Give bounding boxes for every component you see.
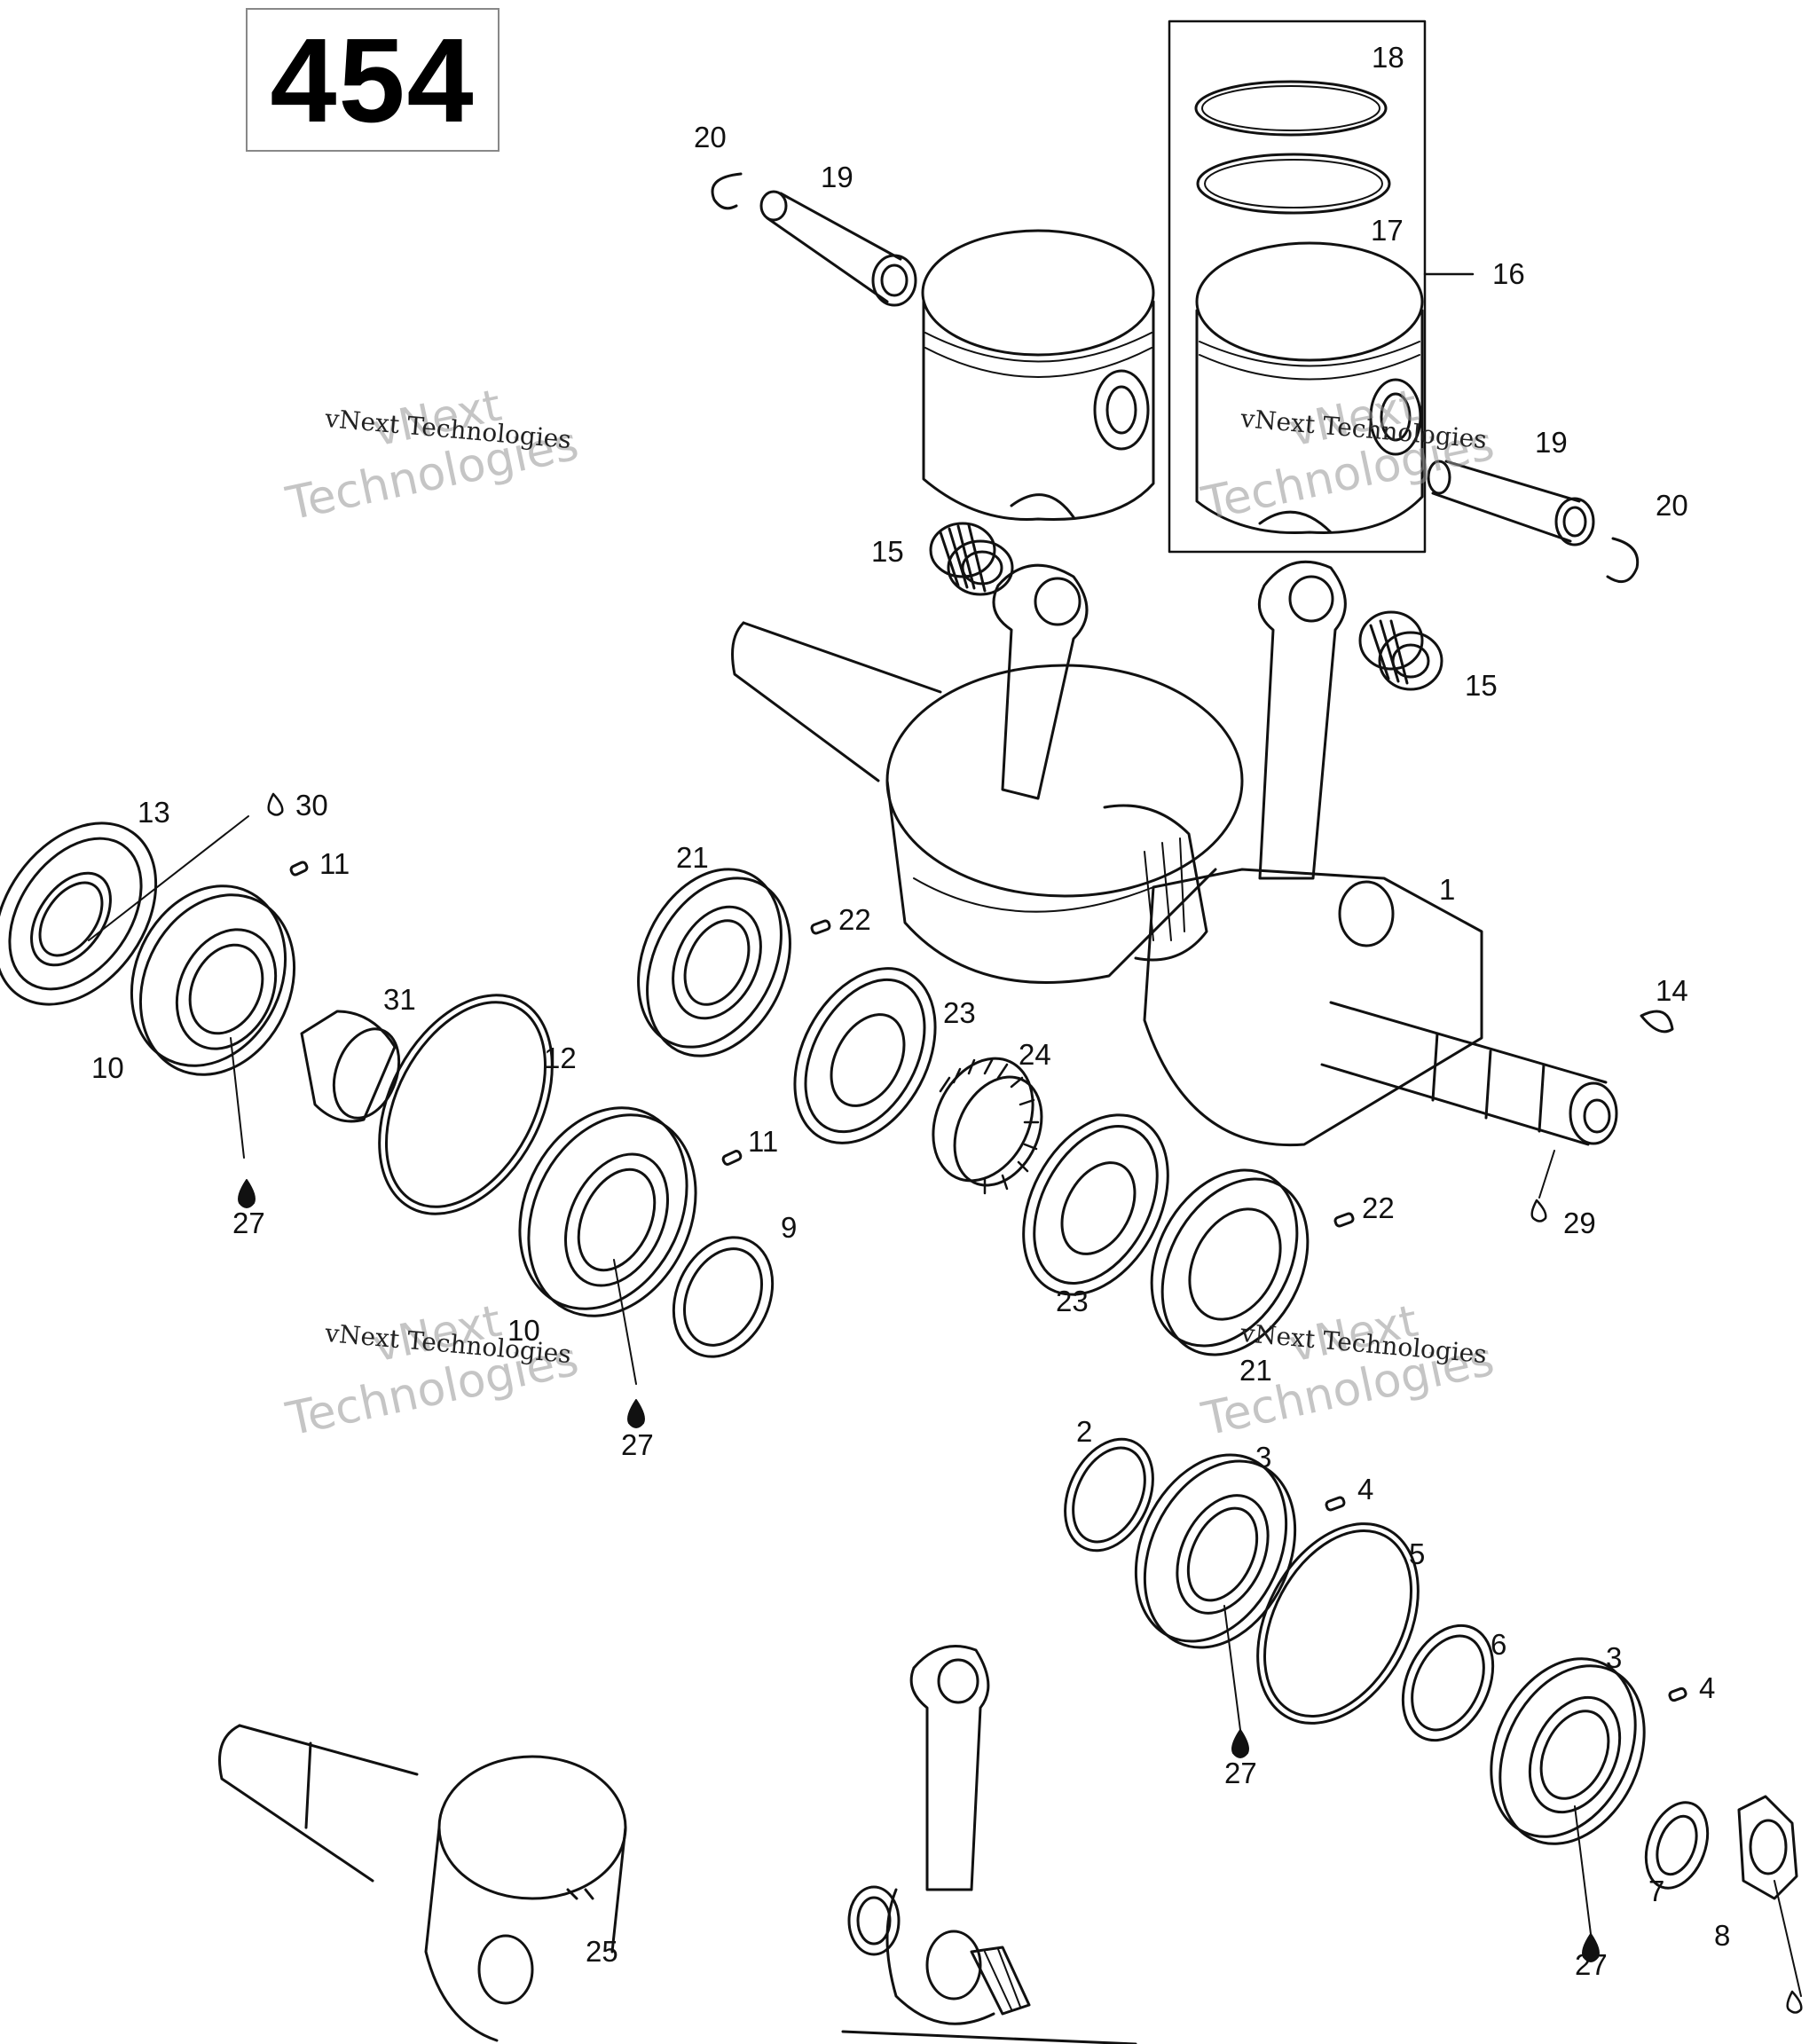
page-number-box: 454 [246,8,499,152]
callout-23-right: 23 [1056,1285,1089,1317]
oil-seal-13 [0,822,158,1006]
ball-bearing-3-upper [1134,1453,1297,1649]
leader-27b [613,1259,637,1385]
gear-24 [932,1057,1043,1195]
sleeve-31 [300,1010,401,1123]
callout-27-c: 27 [1224,1757,1257,1789]
bearing-21-upper [637,868,791,1057]
callout-29: 29 [1563,1207,1596,1239]
callout-21-lower: 21 [1239,1354,1272,1387]
grease-drop-27a [238,1179,256,1208]
callout-10-lower: 10 [507,1314,540,1347]
piston-kit-box [1168,20,1427,554]
ring-6 [1401,1623,1495,1742]
dowel-pin-4-lower [1668,1686,1687,1702]
oil-drop-29 [1530,1199,1547,1222]
callout-8: 8 [1714,1919,1731,1952]
callout-4-upper: 4 [1357,1473,1374,1505]
piston-ring-18 [1194,80,1388,137]
piston-left [921,229,1155,521]
dowel-pin-22-lower [1333,1212,1355,1228]
dowel-pin-22-upper [810,919,831,935]
needle-bearing-right [1358,610,1443,691]
callout-2: 2 [1076,1415,1093,1448]
dowel-pin-4-upper [1325,1496,1346,1512]
callout-7: 7 [1648,1875,1665,1907]
ring-12 [378,994,554,1215]
callout-5: 5 [1409,1537,1426,1570]
oil-drop-30 [267,792,284,816]
callout-24: 24 [1019,1038,1051,1071]
oil-seal-23-left [793,967,937,1144]
piston-ring-17 [1196,153,1391,215]
circlip-left [711,172,743,210]
callout-18: 18 [1372,41,1404,74]
leader-27c [1223,1605,1241,1731]
callout-19-left: 19 [821,161,853,193]
nut-8 [1737,1795,1798,1900]
callout-15-right: 15 [1465,669,1498,702]
callout-31: 31 [383,983,416,1016]
connecting-rod-lower [841,1645,1137,2044]
ball-bearing-3-lower [1490,1657,1646,1845]
ball-bearing-10-upper [130,884,296,1076]
woodruff-key [1640,1010,1674,1034]
ball-bearing-10-lower [518,1106,697,1317]
leader-27a [230,1037,245,1159]
dowel-pin-11-lower [721,1150,743,1166]
oil-seal-23-right [1022,1113,1169,1296]
callout-9: 9 [781,1211,798,1244]
callout-4-lower: 4 [1699,1671,1716,1704]
callout-21-upper: 21 [676,841,709,874]
callout-22-upper: 22 [838,903,871,936]
leader-8-oil [1774,1880,1802,1997]
leader-27d [1574,1805,1592,1935]
callout-17: 17 [1371,214,1404,247]
callout-3-lower: 3 [1606,1641,1623,1674]
callout-15-left: 15 [871,535,904,568]
needle-bearing-left [929,522,1014,596]
callout-22-lower: 22 [1362,1191,1395,1224]
circlip-right [1606,537,1640,584]
callout-3-upper: 3 [1255,1441,1272,1474]
grease-drop-27d [1582,1933,1600,1962]
callout-27-b: 27 [621,1428,654,1461]
callout-12: 12 [544,1042,577,1074]
callout-11-upper: 11 [319,847,350,880]
callout-6: 6 [1491,1628,1507,1661]
callout-20-left: 20 [694,121,727,153]
grease-drop-27c [1231,1729,1249,1758]
callout-10-upper: 10 [91,1051,124,1084]
callout-14: 14 [1656,974,1688,1007]
page-number: 454 [270,12,476,147]
grease-drop-27b [627,1399,645,1428]
ring-9 [672,1236,775,1358]
ring-2 [1064,1437,1154,1553]
wrist-pin-left [759,190,917,307]
callout-25: 25 [586,1935,618,1968]
crankshaft-half-25 [218,1724,627,2042]
callout-20-right: 20 [1656,489,1688,522]
crankshaft-assembly [731,560,1618,1147]
callout-27-a: 27 [232,1207,265,1239]
ring-5 [1256,1522,1420,1725]
callout-13: 13 [138,796,170,829]
callout-30: 30 [295,789,328,822]
callout-23-left: 23 [943,996,976,1029]
dowel-pin-11-upper [289,861,309,877]
bearing-21-lower [1150,1168,1310,1356]
leader-29 [1538,1150,1555,1199]
callout-27-d: 27 [1575,1948,1608,1981]
callout-16: 16 [1492,257,1525,290]
oil-drop-8 [1786,1990,1803,2014]
callout-19-right: 19 [1535,426,1568,459]
callout-11-lower: 11 [748,1125,779,1158]
callout-1: 1 [1439,873,1456,906]
wrist-pin-right [1427,460,1595,546]
lock-washer-7 [1644,1801,1710,1890]
leader-30 [88,815,249,941]
piston-right [1195,241,1424,535]
